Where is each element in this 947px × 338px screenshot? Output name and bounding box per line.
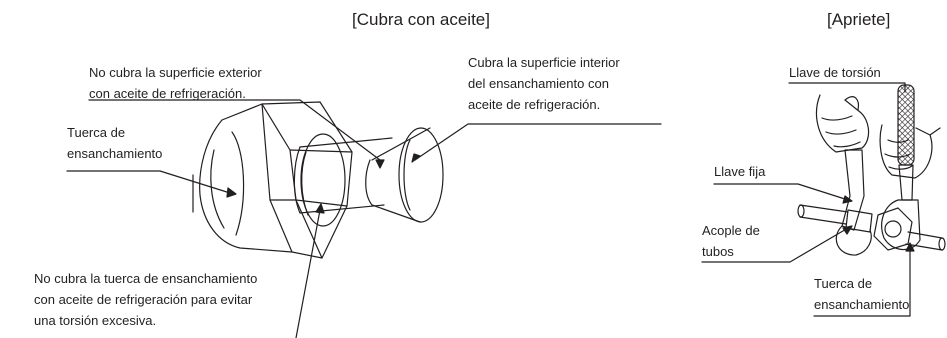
tighten-title: [Apriete]: [827, 10, 891, 29]
leader-outer-surface: [88, 99, 381, 161]
flare-nut-right-label: Tuerca de ensanchamiento: [814, 276, 910, 312]
leader-inner-surface: [414, 123, 662, 161]
nut-oil-warning: No cubra la tuerca de ensanchamiento con…: [34, 271, 258, 328]
cover-with-oil-title: [Cubra con aceite]: [352, 10, 490, 29]
inner-surface-note: Cubra la superficie interior del ensanch…: [468, 55, 620, 112]
leader-flare-nut-right: [813, 244, 911, 317]
torque-wrench-label: Llave de torsión: [789, 65, 881, 80]
fixed-wrench-label: Llave fija: [714, 164, 766, 179]
outer-surface-note: No cubra la superficie exterior con acei…: [89, 65, 262, 101]
leader-nut-warning: [295, 209, 321, 338]
leader-flare-nut: [66, 170, 231, 194]
wrench-assembly-drawing: [797, 84, 946, 256]
leader-torque-wrench: [788, 82, 906, 93]
pipe-coupling-label: Acople de tubos: [702, 223, 760, 259]
leader-pipe-coupling: [701, 227, 849, 263]
leader-fixed-wrench: [713, 183, 849, 201]
flare-nut-label: Tuerca de ensanchamiento: [67, 125, 163, 161]
flare-nut-drawing: [192, 101, 444, 259]
